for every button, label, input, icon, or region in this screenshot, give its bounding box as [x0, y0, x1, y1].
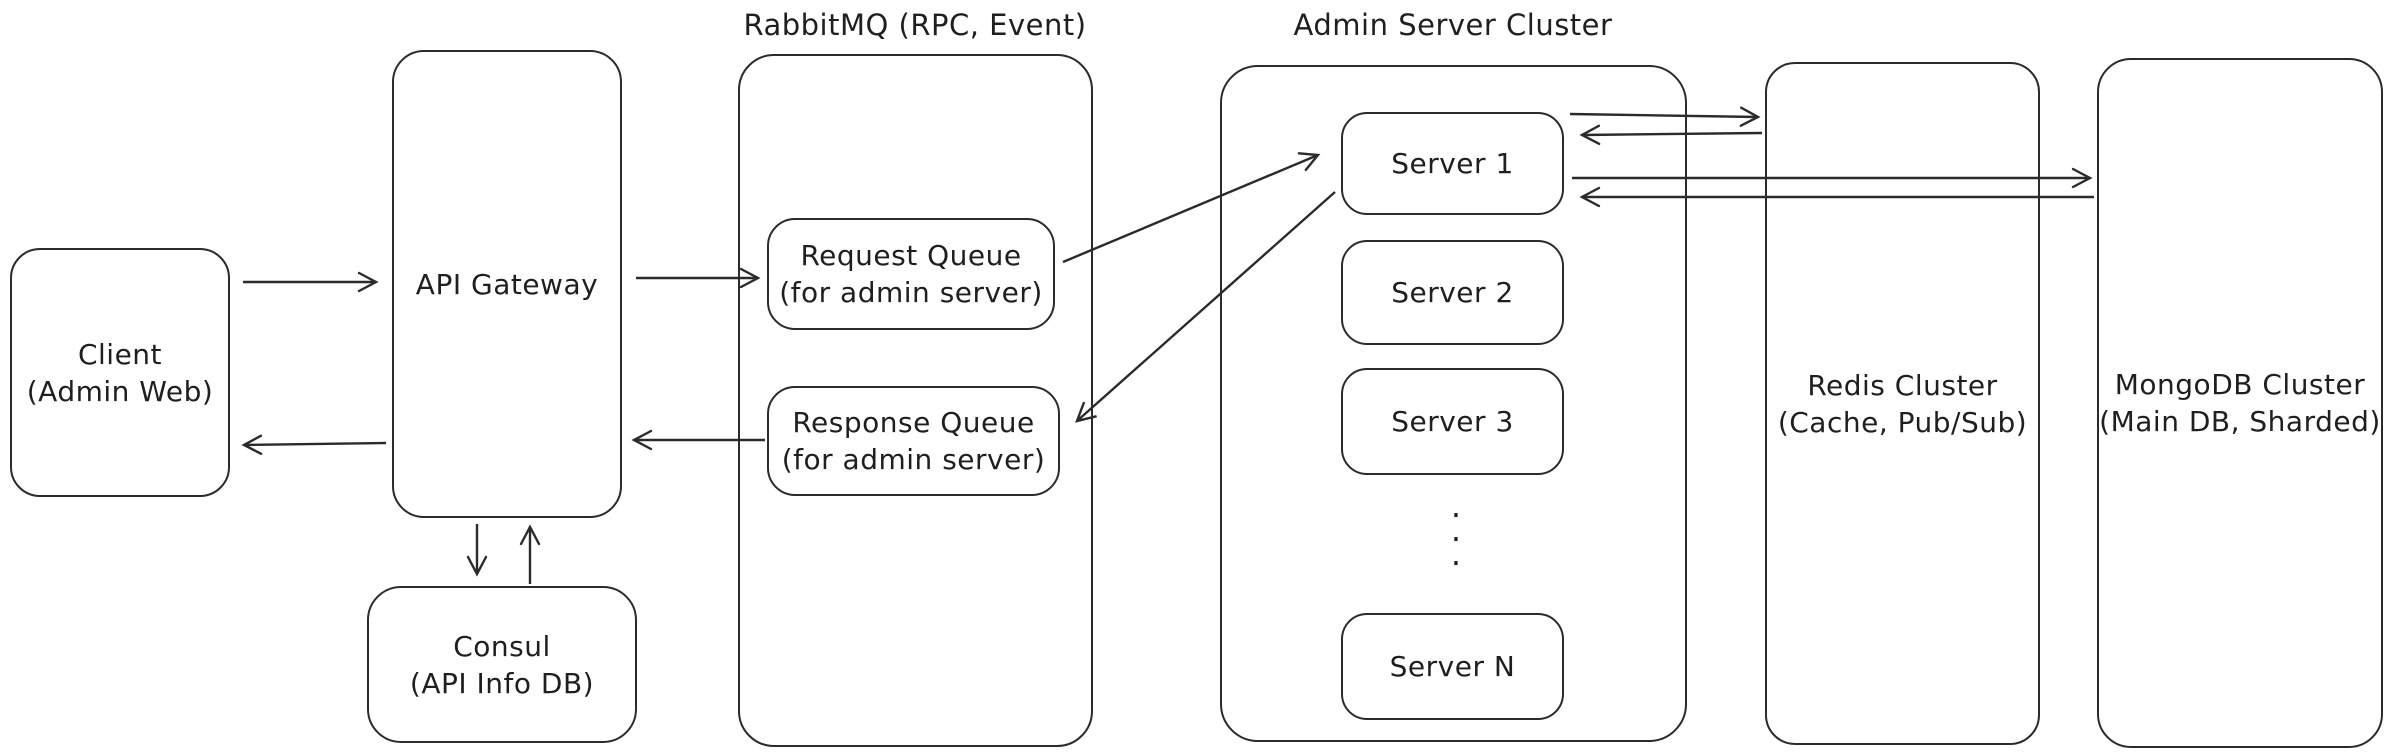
mongodb-node: MongoDB Cluster (Main DB, Sharded)	[2097, 58, 2383, 748]
consul-label-line1: Consul	[453, 629, 551, 663]
server-node-1: Server 1	[1341, 112, 1564, 215]
server-1-label: Server 1	[1391, 147, 1514, 180]
server-node-2: Server 2	[1341, 240, 1564, 345]
admin-cluster-title: Admin Server Cluster	[1293, 8, 1613, 42]
mongodb-label-line1: MongoDB Cluster	[2114, 368, 2366, 401]
server-node-3: Server 3	[1341, 368, 1564, 475]
request-queue-label-line1: Request Queue	[800, 239, 1022, 272]
request-queue-label-line2: (for admin server)	[779, 276, 1043, 309]
response-queue-label-line2: (for admin server)	[781, 443, 1046, 476]
redis-label-line1: Redis Cluster	[1807, 368, 1998, 402]
redis-label-line2: (Cache, Pub/Sub)	[1777, 405, 2028, 439]
client-label-line2: (Admin Web)	[26, 374, 214, 408]
client-node: Client (Admin Web)	[10, 248, 230, 497]
server-2-label: Server 2	[1391, 276, 1514, 309]
server-3-label: Server 3	[1391, 405, 1514, 438]
servers-ellipsis: · · ·	[1450, 496, 1462, 582]
consul-node: Consul (API Info DB)	[367, 586, 637, 743]
consul-label-line2: (API Info DB)	[409, 666, 595, 700]
request-queue-node: Request Queue (for admin server)	[767, 218, 1055, 330]
server-node-n: Server N	[1341, 613, 1564, 720]
response-queue-label-line1: Response Queue	[792, 406, 1035, 439]
client-label-line1: Client	[77, 337, 163, 371]
mongodb-label-line2: (Main DB, Sharded)	[2099, 405, 2381, 438]
rabbitmq-title: RabbitMQ (RPC, Event)	[743, 8, 1087, 42]
response-queue-node: Response Queue (for admin server)	[767, 386, 1060, 496]
arrow-api-gateway-to-client	[241, 434, 387, 455]
api-gateway-node: API Gateway	[392, 50, 622, 518]
redis-node: Redis Cluster (Cache, Pub/Sub)	[1765, 62, 2040, 745]
server-n-label: Server N	[1389, 650, 1516, 683]
api-gateway-label: API Gateway	[415, 267, 599, 301]
